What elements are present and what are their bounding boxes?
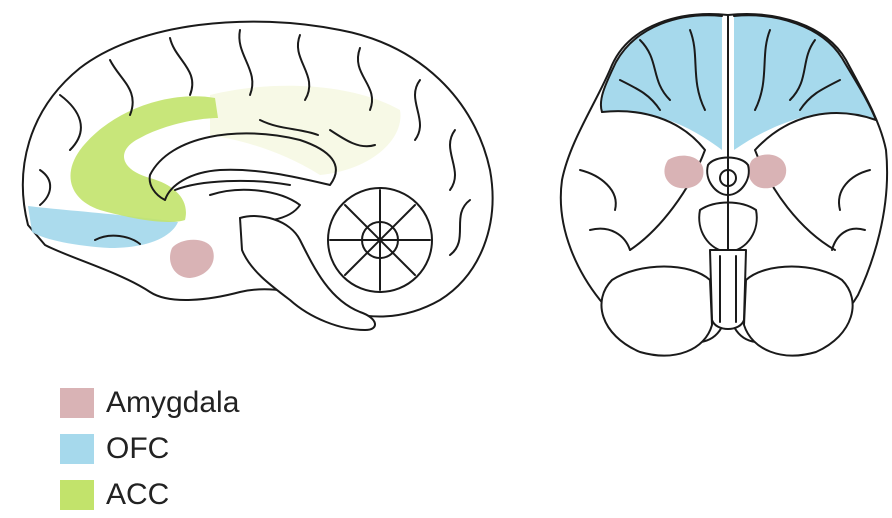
brain-diagram <box>0 0 892 380</box>
legend-label-amygdala: Amygdala <box>106 388 239 418</box>
legend-item-amygdala: Amygdala <box>60 380 239 426</box>
sagittal-brain-view <box>23 22 493 330</box>
inferior-brain-view <box>561 14 887 355</box>
legend-swatch-amygdala <box>60 388 94 418</box>
legend-swatch-ofc <box>60 434 94 464</box>
legend-item-acc: ACC <box>60 472 239 518</box>
legend-swatch-acc <box>60 480 94 510</box>
inferior-cerebellum-right <box>744 267 853 356</box>
legend-item-ofc: OFC <box>60 426 239 472</box>
legend-label-ofc: OFC <box>106 434 169 464</box>
inferior-brainstem <box>710 250 746 329</box>
amygdala-region-inferior-left <box>664 156 703 189</box>
inferior-cerebellum-left <box>601 267 712 356</box>
legend-label-acc: ACC <box>106 480 169 510</box>
legend: Amygdala OFC ACC <box>60 380 239 518</box>
